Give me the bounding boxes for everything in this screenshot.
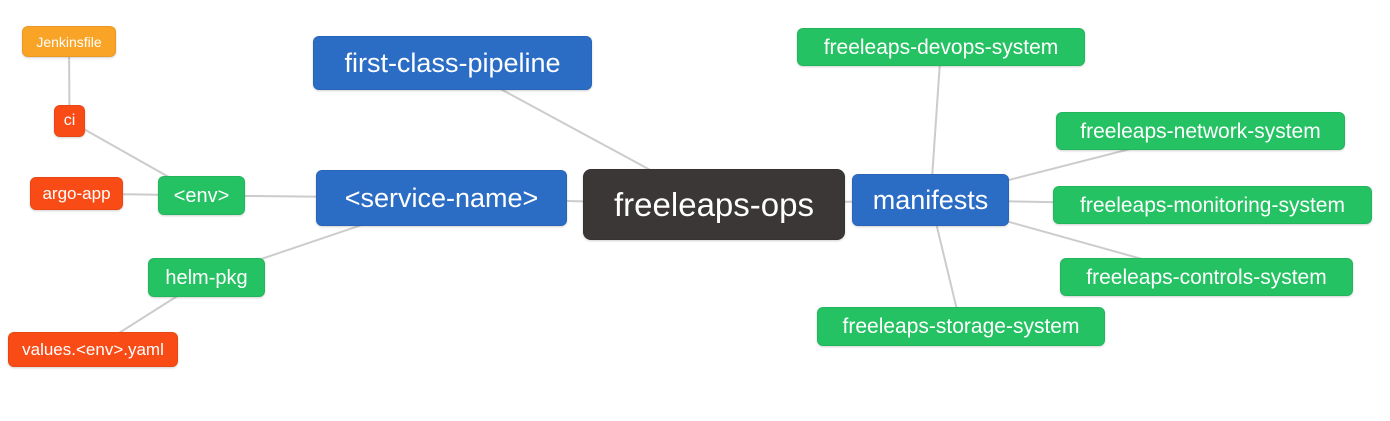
node-env[interactable]: <env>	[158, 176, 245, 215]
node-values-env-yaml[interactable]: values.<env>.yaml	[8, 332, 178, 367]
node-service-name[interactable]: <service-name>	[316, 170, 567, 226]
node-helm-pkg[interactable]: helm-pkg	[148, 258, 265, 297]
node-manifests[interactable]: manifests	[852, 174, 1009, 226]
node-freeleaps-ops[interactable]: freeleaps-ops	[583, 169, 845, 240]
node-argo-app[interactable]: argo-app	[30, 177, 123, 210]
node-freeleaps-monitoring-system[interactable]: freeleaps-monitoring-system	[1053, 186, 1372, 224]
node-first-class-pipeline[interactable]: first-class-pipeline	[313, 36, 592, 90]
node-jenkinsfile[interactable]: Jenkinsfile	[22, 26, 116, 57]
node-freeleaps-controls-system[interactable]: freeleaps-controls-system	[1060, 258, 1353, 296]
node-freeleaps-storage-system[interactable]: freeleaps-storage-system	[817, 307, 1105, 346]
node-freeleaps-devops-system[interactable]: freeleaps-devops-system	[797, 28, 1085, 66]
node-ci[interactable]: ci	[54, 105, 85, 137]
node-freeleaps-network-system[interactable]: freeleaps-network-system	[1056, 112, 1345, 150]
